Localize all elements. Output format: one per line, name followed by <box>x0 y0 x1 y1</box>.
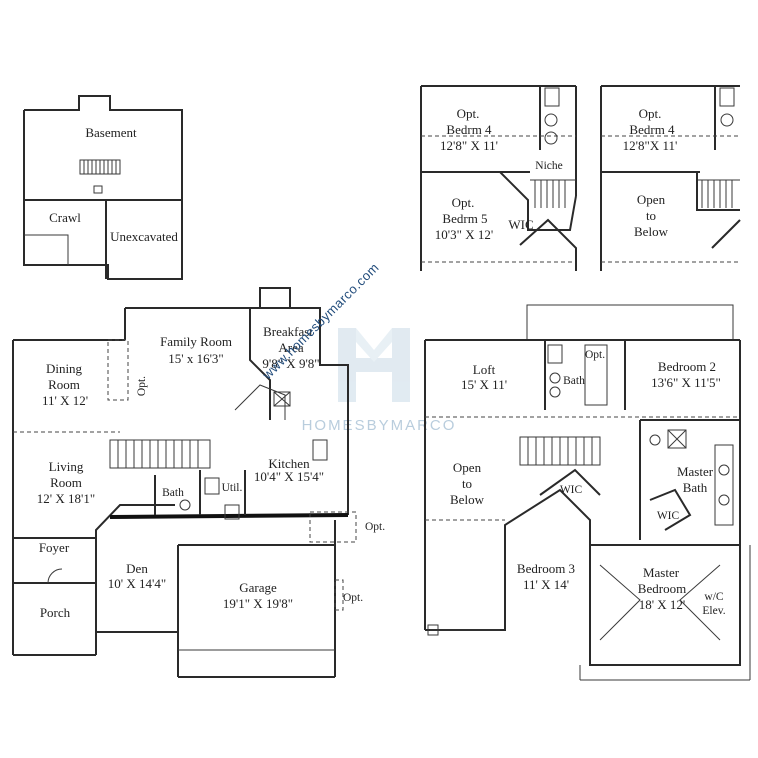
kitchen-size: 10'4" X 15'4" <box>254 469 324 484</box>
opt-garage-side-label: Opt. <box>343 592 363 604</box>
living-name1: Living <box>49 459 84 474</box>
watermark-brand: HOMESBYMARCO <box>302 417 457 434</box>
opt-bedrm4-b-size: 12'8"X 11' <box>623 138 678 153</box>
bedroom3-size: 11' X 14' <box>523 577 569 592</box>
kitchen-name: Kitchen <box>268 456 310 471</box>
second-floor-plan: Loft 15' X 11' Opt. Bath Bedroom 2 13'6"… <box>424 304 751 681</box>
opt-bedrm5-name2: Bedrm 5 <box>442 211 487 226</box>
living-name2: Room <box>50 475 82 490</box>
bedroom3-name: Bedroom 3 <box>517 561 575 576</box>
den-name: Den <box>126 561 148 576</box>
second-floor-stair <box>519 436 601 466</box>
garage-size: 19'1" X 19'8" <box>223 596 293 611</box>
unexcavated-label: Unexcavated <box>110 229 178 244</box>
master-bedroom-size: 18' X 12' <box>639 597 686 612</box>
bath-label: Bath <box>162 487 184 499</box>
opt-bedrm4-a-size: 12'8" X 11' <box>440 138 498 153</box>
open-b-line2: to <box>646 208 656 223</box>
master-bath-name1: Master <box>677 464 714 479</box>
opt-dining-label: Opt. <box>136 376 148 396</box>
wic-a-label: WIC <box>508 217 533 232</box>
upper-option-b-plan: Opt. Bedrm 4 12'8"X 11' Open to Below <box>600 85 741 271</box>
opt-garage-top-label: Opt. <box>365 521 385 533</box>
open-below-line1: Open <box>453 460 482 475</box>
master-bedroom-name2: Bedroom <box>638 581 686 596</box>
master-bath-name2: Bath <box>683 480 708 495</box>
bedroom2-name: Bedroom 2 <box>658 359 716 374</box>
opt-bedrm5-size: 10'3" X 12' <box>435 227 493 242</box>
basement-label: Basement <box>85 125 137 140</box>
opt-bath-name2: Bath <box>563 375 585 387</box>
dining-name1: Dining <box>46 361 83 376</box>
loft-size: 15' X 11' <box>461 377 507 392</box>
open-b-line3: Below <box>634 224 669 239</box>
opt-bedrm5-name1: Opt. <box>452 195 475 210</box>
util-label: Util. <box>222 482 243 494</box>
breakfast-name1: Breakfast <box>263 324 313 339</box>
den-size: 10' X 14'4" <box>108 576 166 591</box>
first-floor-plan: Dining Room 11' X 12' Family Room 15' x … <box>12 287 385 678</box>
breakfast-size: 9'8" X 9'8" <box>262 356 319 371</box>
basement-plan: Basement Crawl Unexcavated <box>23 95 183 280</box>
opt-bedrm4-b-name2: Bedrm 4 <box>629 122 675 137</box>
dining-name2: Room <box>48 377 80 392</box>
watermark-logo <box>338 328 410 402</box>
dining-size: 11' X 12' <box>42 393 88 408</box>
open-below-line2: to <box>462 476 472 491</box>
opt-bedrm4-a-name1: Opt. <box>457 106 480 121</box>
wc-elev-line1: w/C <box>704 591 724 603</box>
foyer-label: Foyer <box>39 540 70 555</box>
first-floor-stair <box>109 439 211 469</box>
loft-name: Loft <box>473 362 496 377</box>
wic2-label: WIC <box>657 510 680 522</box>
watermark: HOMESBYMARCO <box>302 328 457 434</box>
upper-option-a-plan: Opt. Bedrm 4 12'8" X 11' Niche Opt. Bedr… <box>420 85 577 271</box>
niche-label: Niche <box>535 160 562 172</box>
basement-stair <box>79 159 121 175</box>
wic1-label: WIC <box>560 484 583 496</box>
open-below-line3: Below <box>450 492 485 507</box>
crawl-label: Crawl <box>49 210 81 225</box>
garage-name: Garage <box>239 580 277 595</box>
opt-bath-name1: Opt. <box>585 349 605 361</box>
opt-bedrm4-a-name2: Bedrm 4 <box>446 122 492 137</box>
master-bedroom-name1: Master <box>643 565 680 580</box>
open-b-line1: Open <box>637 192 666 207</box>
family-room-name: Family Room <box>160 334 232 349</box>
opt-bedrm4-b-name1: Opt. <box>639 106 662 121</box>
living-size: 12' X 18'1" <box>37 491 95 506</box>
wc-elev-line2: Elev. <box>702 605 725 617</box>
breakfast-name2: Area <box>278 340 303 355</box>
porch-label: Porch <box>40 605 71 620</box>
family-room-size: 15' x 16'3" <box>168 351 224 366</box>
bedroom2-size: 13'6" X 11'5" <box>651 375 721 390</box>
